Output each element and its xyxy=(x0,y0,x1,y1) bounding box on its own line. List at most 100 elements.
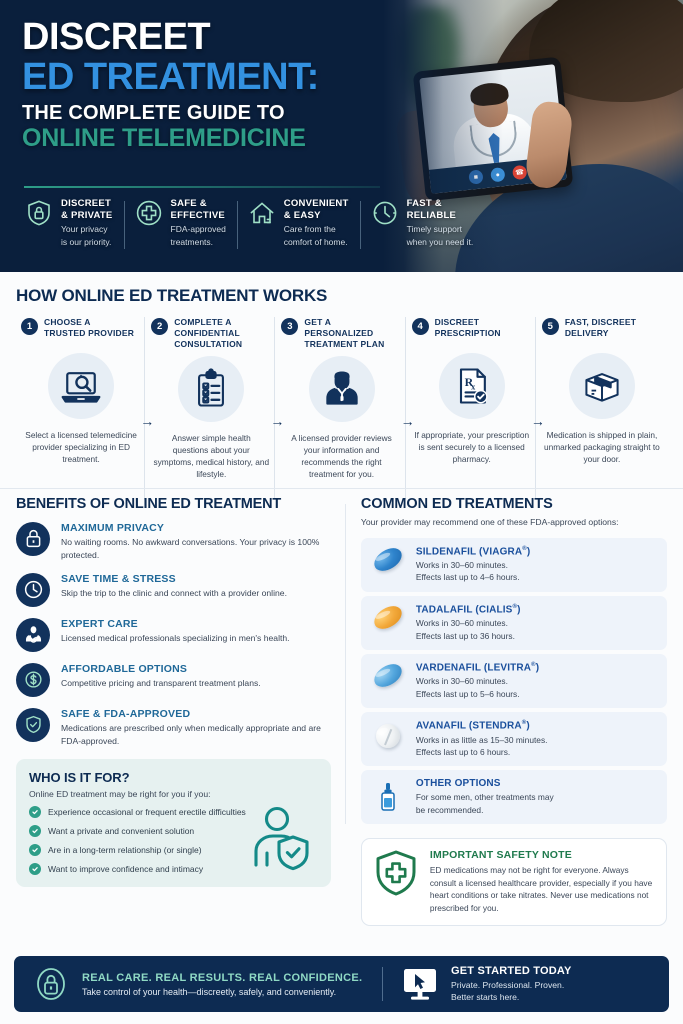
registered-mark: ® xyxy=(521,720,527,727)
how-it-works-title: HOW ONLINE ED TREATMENT WORKS xyxy=(16,286,328,305)
hero-divider xyxy=(24,186,380,188)
doctor-head xyxy=(471,85,510,129)
treatment-name-end: ) xyxy=(517,604,521,616)
hero-section: ■ ● ☎ DISCREET ED TREATMENT: THE COMPLET… xyxy=(0,0,683,272)
dropper-bottle-icon xyxy=(378,782,398,812)
hero-title-line3: THE COMPLETE GUIDE TO xyxy=(22,102,285,125)
step-4-prescription: 4 DISCREET PRESCRIPTION R x xyxy=(404,317,545,499)
cta-title: GET STARTED TODAY xyxy=(451,964,572,977)
step-header: 3 GET A PERSONALIZED TREATMENT PLAN xyxy=(281,317,401,350)
badge-title-b: EFFECTIVE xyxy=(170,209,226,221)
badge-sub-b: is our priority. xyxy=(61,236,112,247)
important-safety-note-box: IMPORTANT SAFETY NOTE ED medications may… xyxy=(360,838,667,926)
hero-badge-fast-reliable: FAST & RELIABLE Timely support when you … xyxy=(359,198,485,249)
who-list-item: Are in a long-term relationship (or sing… xyxy=(29,843,318,856)
step-title-a: DISCREET xyxy=(434,317,480,327)
step-description: A licensed provider reviews your informa… xyxy=(291,432,392,479)
benefit-save-time: SAVE TIME & STRESS Skip the trip to the … xyxy=(16,572,331,607)
stethoscope-icon xyxy=(469,120,519,160)
cta-line1: Private. Professional. Proven. xyxy=(451,979,565,990)
treatment-line1: Works in 30–60 minutes. xyxy=(415,676,508,687)
benefit-title: SAFE & FDA-APPROVED xyxy=(61,707,191,720)
hero-badge-convenient-easy: CONVENIENT & EASY Care from the comfort … xyxy=(236,198,360,249)
doctor-coat xyxy=(450,110,538,168)
badge-sub-a: FDA-approved xyxy=(170,223,226,234)
treatment-name-main: VARDENAFIL (LEVITRA xyxy=(415,662,532,674)
footer-left: REAL CARE. REAL RESULTS. REAL CONFIDENCE… xyxy=(32,965,364,1003)
treatment-name: TADALAFIL (CIALIS®) xyxy=(416,604,521,615)
hero-badge-text: SAFE & EFFECTIVE FDA-approved treatments… xyxy=(171,198,226,248)
who-item-label: Experience occasional or frequent erecti… xyxy=(48,806,246,817)
patient-shoulder xyxy=(455,164,683,272)
registered-mark: ® xyxy=(522,545,527,552)
blue-oval-pill-icon xyxy=(370,543,406,576)
step-title-b: TRUSTED PROVIDER xyxy=(44,327,135,338)
step-title-c: CONSULTATION xyxy=(174,338,243,349)
video-call-controls: ■ ● ☎ xyxy=(428,155,567,194)
step-header: 1 CHOOSE A TRUSTED PROVIDER xyxy=(21,317,141,347)
clock-icon xyxy=(371,199,399,227)
benefit-text: EXPERT CARE Licensed medical professiona… xyxy=(61,618,290,645)
badge-title-a: DISCREET xyxy=(61,198,112,209)
treatment-row-avanafil: AVANAFIL (STENDRA®) Works in as little a… xyxy=(360,712,667,767)
step-icon-wrap xyxy=(281,355,401,422)
clock-icon xyxy=(16,572,50,607)
footer-text: REAL CARE. REAL RESULTS. REAL CONFIDENCE… xyxy=(82,972,362,997)
footer-cta-text: GET STARTED TODAY Private. Professional.… xyxy=(451,965,572,1003)
pill-wrap xyxy=(371,719,405,753)
hero-badge-text: CONVENIENT & EASY Care from the comfort … xyxy=(284,198,349,248)
step-title: CHOOSE A TRUSTED PROVIDER xyxy=(44,317,134,339)
white-round-pill-icon xyxy=(371,719,405,753)
treatments-column: COMMON ED TREATMENTS Your provider may r… xyxy=(344,495,667,926)
prescription-icon: R x xyxy=(438,353,505,419)
step-title-b: TREATMENT PLAN xyxy=(304,338,385,349)
treatments-title: COMMON ED TREATMENTS xyxy=(360,495,553,512)
doctor-hair xyxy=(469,81,510,108)
badge-sub-b: comfort of home. xyxy=(283,236,348,247)
tablet-device: ■ ● ☎ xyxy=(412,56,574,202)
benefits-column: BENEFITS OF ONLINE ED TREATMENT MAXIMUM … xyxy=(16,496,345,926)
safety-title: IMPORTANT SAFETY NOTE xyxy=(429,849,572,862)
step-arrow-icon: → xyxy=(400,413,415,429)
footer-headline: REAL CARE. REAL RESULTS. REAL CONFIDENCE… xyxy=(82,971,363,984)
shield-cross-icon xyxy=(374,849,418,897)
benefit-affordable-options: AFFORDABLE OPTIONS Competitive pricing a… xyxy=(16,662,331,697)
benefit-title: EXPERT CARE xyxy=(61,617,138,630)
step-arrow-icon: → xyxy=(270,413,285,429)
step-header: 2 COMPLETE A CONFIDENTIAL CONSULTATION xyxy=(151,317,271,350)
patient-silhouette xyxy=(481,0,683,272)
benefit-title: MAXIMUM PRIVACY xyxy=(61,521,165,534)
treatment-text: TADALAFIL (CIALIS®) Works in 30–60 minut… xyxy=(416,604,521,642)
step-icon-wrap xyxy=(21,353,141,419)
treatment-line1: Works in as little as 15–30 minutes. xyxy=(415,734,548,745)
benefit-title: SAVE TIME & STRESS xyxy=(61,572,176,585)
orange-oval-pill-icon xyxy=(370,601,406,634)
step-number: 5 xyxy=(541,318,559,335)
benefit-desc: No waiting rooms. No awkward conversatio… xyxy=(61,536,320,560)
microphone-icon[interactable]: ● xyxy=(490,167,506,183)
step-description: Select a licensed telemedicine provider … xyxy=(25,430,137,465)
step-title-a: FAST, DISCREET xyxy=(564,317,637,327)
benefit-desc: Licensed medical professionals specializ… xyxy=(61,632,290,643)
who-item-label: Want to improve confidence and intimacy xyxy=(48,863,204,874)
step-arrow-icon: → xyxy=(530,413,545,429)
treatment-name-main: AVANAFIL (STENDRA xyxy=(415,720,522,732)
clipboard-checklist-icon xyxy=(178,355,245,422)
benefit-maximum-privacy: MAXIMUM PRIVACY No waiting rooms. No awk… xyxy=(16,521,331,562)
padlock-icon xyxy=(16,521,50,556)
video-camera-icon[interactable]: ■ xyxy=(468,169,484,185)
svg-text:x: x xyxy=(471,383,476,392)
patient-right-hand xyxy=(523,99,575,191)
footer-subline: Take control of your health—discreetly, … xyxy=(82,986,337,997)
hero-badge-discreet-private: DISCREET & PRIVATE Your privacy is our p… xyxy=(14,198,124,248)
telemedicine-photo: ■ ● ☎ xyxy=(383,0,683,272)
treatment-name-end: ) xyxy=(535,662,540,674)
badge-title-a: CONVENIENT xyxy=(283,198,349,209)
treatment-row-vardenafil: VARDENAFIL (LEVITRA®) Works in 30–60 min… xyxy=(360,653,667,709)
end-call-icon[interactable]: ☎ xyxy=(511,164,528,181)
who-title: WHO IS IT FOR? xyxy=(29,769,130,785)
benefits-title: BENEFITS OF ONLINE ED TREATMENT xyxy=(16,495,282,512)
treatment-text: VARDENAFIL (LEVITRA®) Works in 30–60 min… xyxy=(416,662,539,700)
benefit-desc: Competitive pricing and transparent trea… xyxy=(61,677,261,688)
